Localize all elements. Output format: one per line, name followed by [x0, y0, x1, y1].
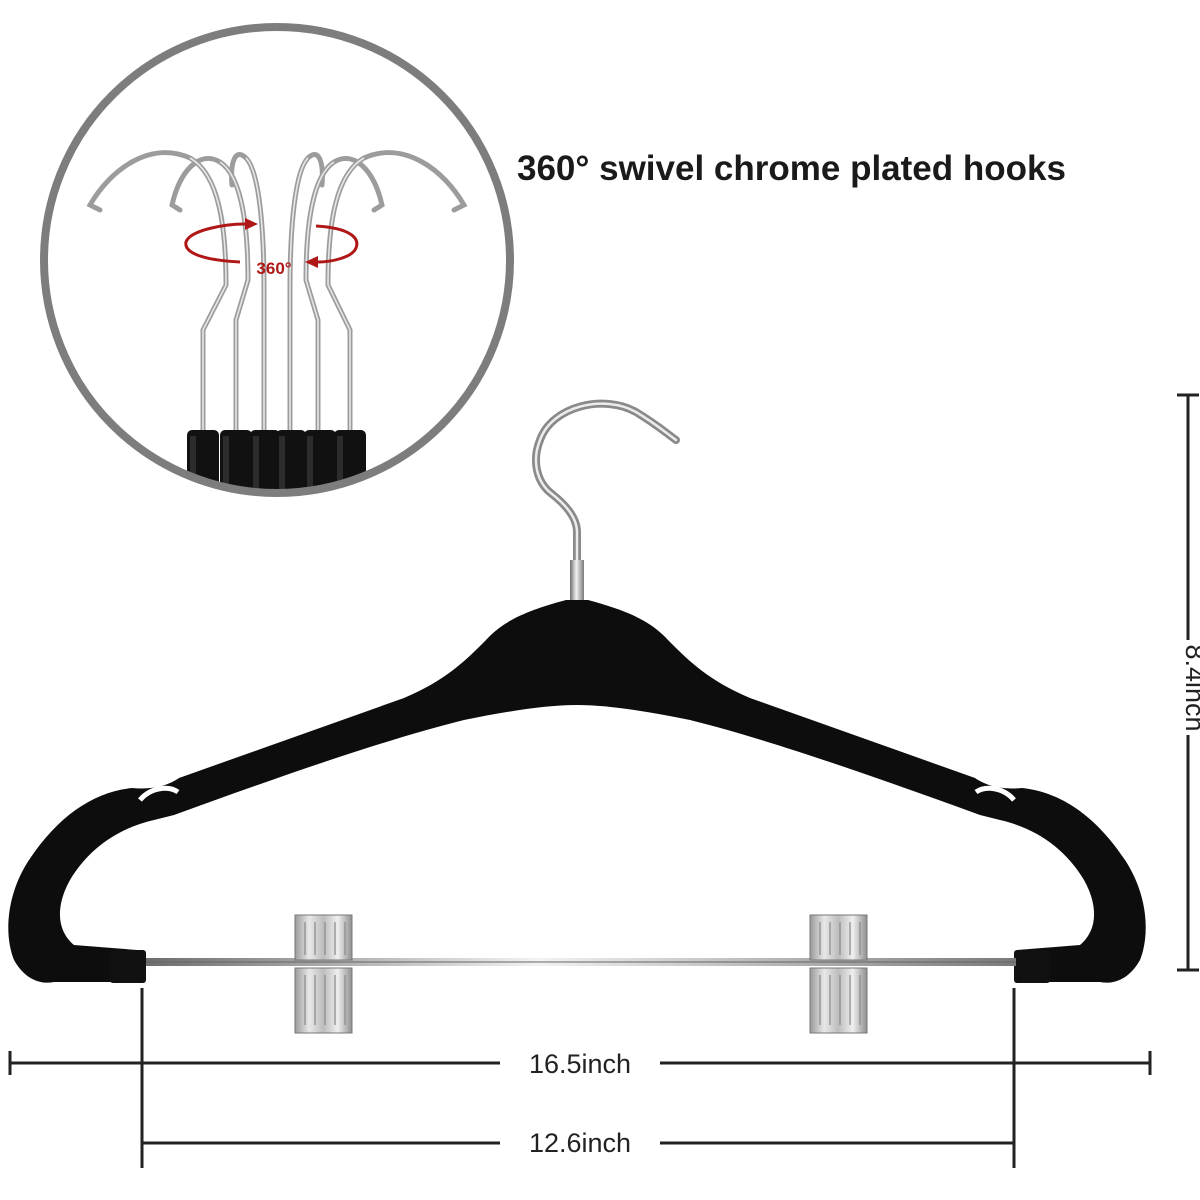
clip-bar-width-label: 12.6inch — [529, 1128, 631, 1158]
hanger — [8, 399, 1146, 1034]
rotation-arrow-icon — [184, 218, 359, 268]
total-width-label: 16.5inch — [529, 1049, 631, 1079]
chrome-hook-icon — [532, 399, 680, 604]
left-clip-icon — [294, 914, 353, 1034]
swivel-hook-inset: 360° — [40, 23, 514, 497]
height-dimension — [1177, 393, 1199, 972]
rotation-degree-label: 360° — [256, 259, 291, 278]
fanned-hooks — [86, 150, 468, 493]
clip-bar-dimension — [140, 988, 1016, 1168]
height-label: 8.4inch — [1180, 644, 1200, 731]
velvet-hanger-body — [8, 600, 1146, 983]
right-clip-icon — [809, 914, 868, 1034]
inset-background — [44, 27, 510, 493]
total-width-dimension — [8, 1051, 1152, 1075]
feature-headline: 360° swivel chrome plated hooks — [517, 149, 1066, 188]
inset-border — [40, 23, 514, 497]
